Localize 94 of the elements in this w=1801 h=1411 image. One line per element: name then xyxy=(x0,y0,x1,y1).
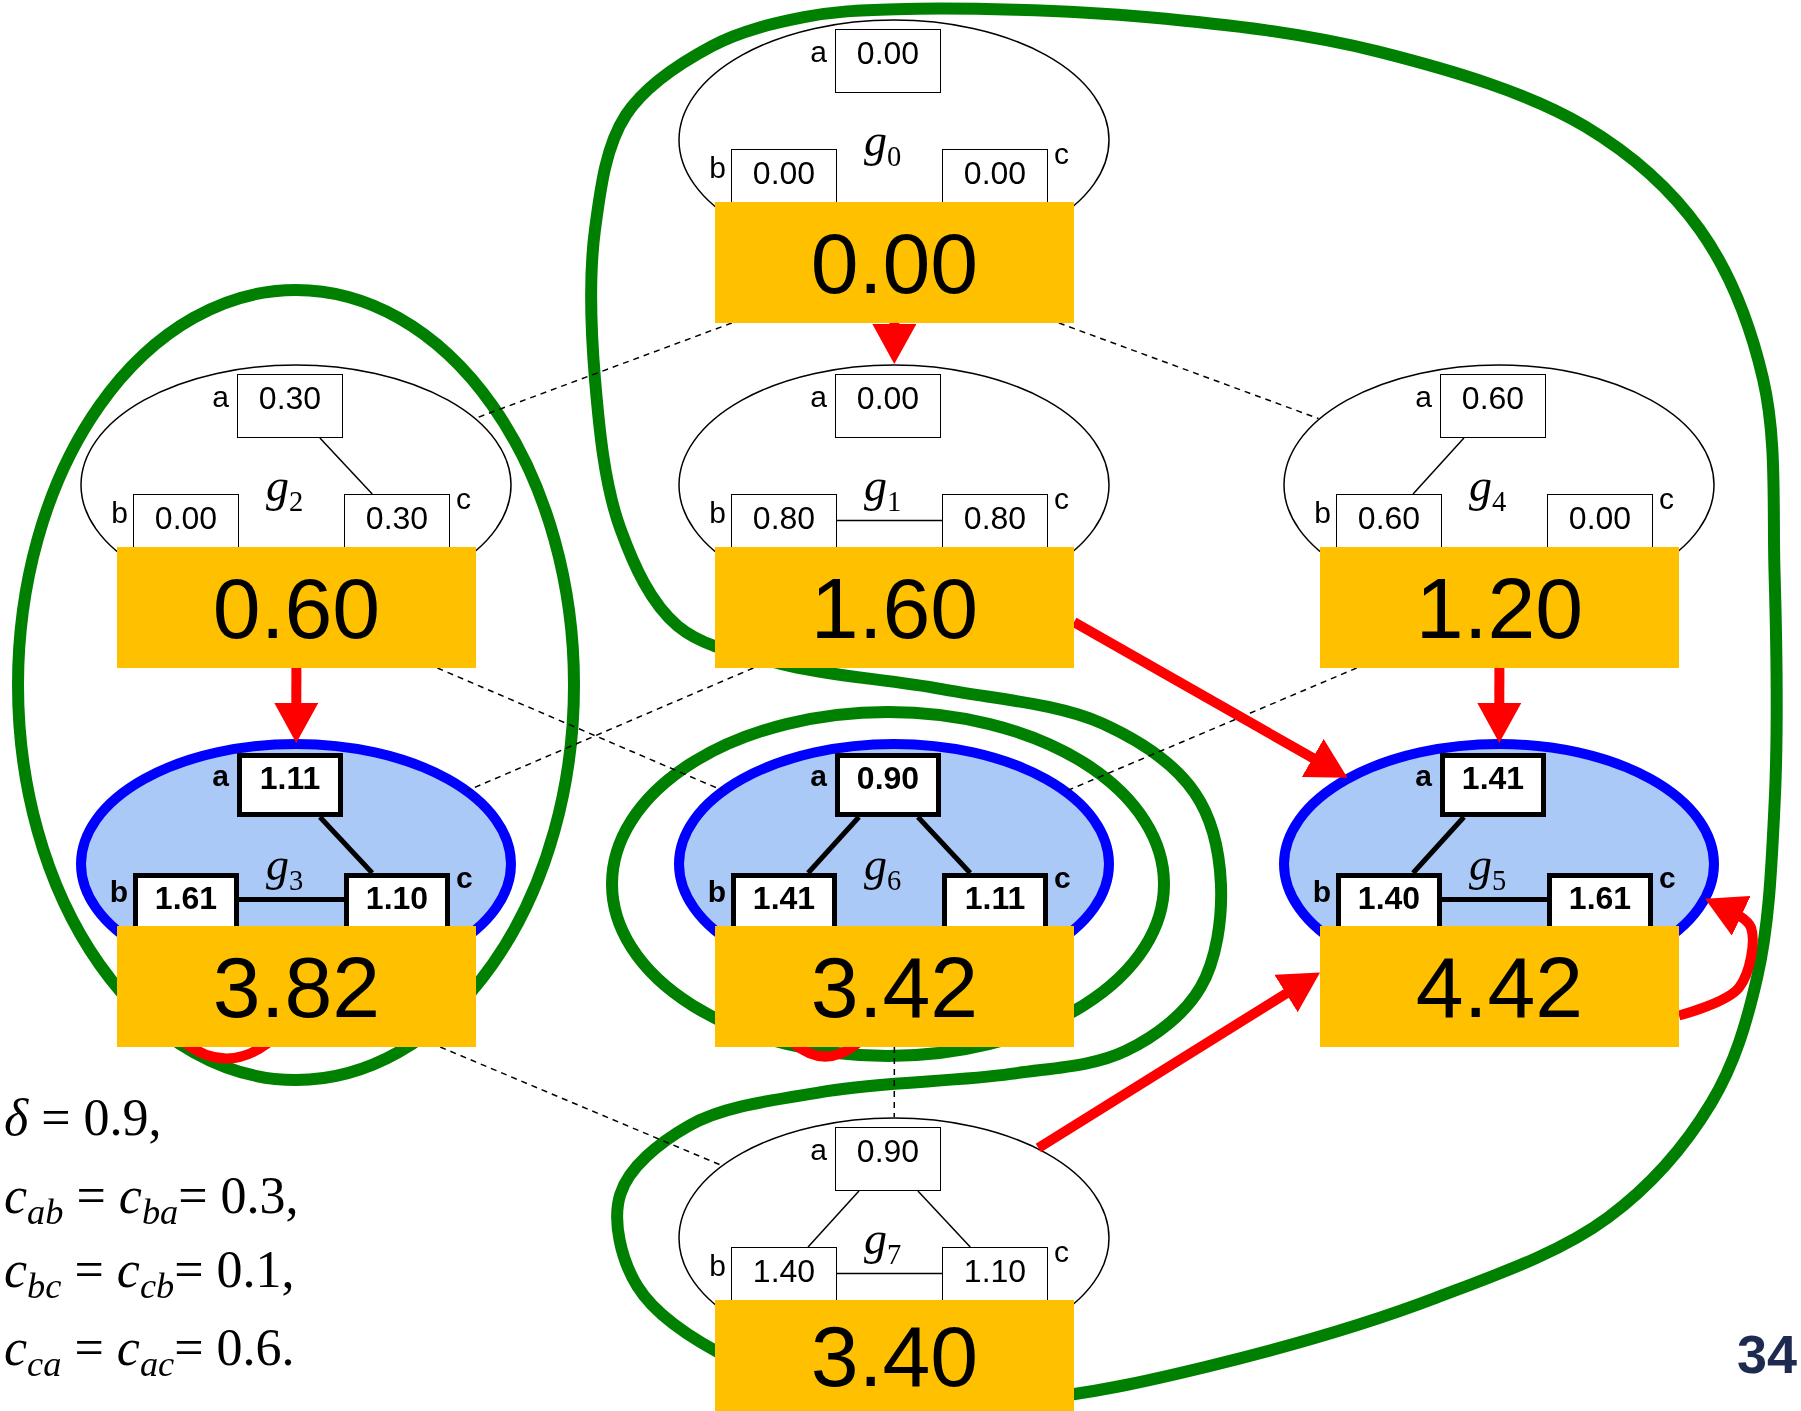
value-box: 1.61 xyxy=(1547,873,1653,926)
value-box: 1.10 xyxy=(344,873,450,926)
vertex-letter: b xyxy=(1312,877,1331,907)
connector-line xyxy=(436,667,724,792)
connector-line xyxy=(807,1190,860,1248)
arrow xyxy=(1677,896,1758,1021)
vertex-letter: c xyxy=(1054,484,1069,514)
total-cost-box: 1.60 xyxy=(715,547,1074,668)
vertex-letter: a xyxy=(810,382,827,412)
parameter-formula: c$_{ab}$ = c$_{ba}$= 0.3, xyxy=(4,1166,299,1235)
value-box: 1.11 xyxy=(942,873,1048,926)
vertex-letter: b xyxy=(707,877,726,907)
connector-line xyxy=(318,815,375,875)
graph-label: g$_{2}$ xyxy=(266,463,304,517)
graph-label: g$_{6}$ xyxy=(864,842,902,896)
vertex-letter: c xyxy=(1054,139,1069,169)
vertex-letter: c xyxy=(1659,863,1676,893)
value-box: 0.00 xyxy=(942,149,1048,202)
vertex-letter: a xyxy=(810,37,827,67)
vertex-letter: a xyxy=(810,1135,827,1165)
graph-label: g$_{5}$ xyxy=(1469,842,1507,896)
vertex-letter: c xyxy=(1054,1237,1069,1267)
total-cost-box: 4.42 xyxy=(1320,926,1679,1047)
parameter-formula: c$_{ca}$ = c$_{ac}$= 0.6. xyxy=(4,1318,295,1387)
value-box: 0.60 xyxy=(1440,374,1546,438)
value-box: 0.00 xyxy=(835,29,941,93)
value-box: 1.61 xyxy=(133,873,239,926)
vertex-letter: a xyxy=(212,382,229,412)
vertex-letter: a xyxy=(810,761,827,791)
connector-line xyxy=(439,1046,723,1167)
parameter-formula: c$_{bc}$ = c$_{cb}$= 0.1, xyxy=(4,1240,295,1309)
parameter-formula: δ = 0.9, xyxy=(4,1088,162,1148)
value-box: 0.00 xyxy=(731,149,837,202)
value-box: 0.30 xyxy=(344,494,450,547)
value-box: 0.00 xyxy=(133,494,239,547)
connector-line xyxy=(1411,815,1466,875)
vertex-letter: b xyxy=(1314,498,1331,528)
value-box: 1.41 xyxy=(731,873,837,926)
graph-label: g$_{0}$ xyxy=(864,118,902,172)
connector-line xyxy=(917,1190,971,1248)
connector-line xyxy=(466,667,755,792)
value-box: 1.40 xyxy=(1336,873,1442,926)
connector-line xyxy=(1065,667,1358,792)
vertex-letter: b xyxy=(111,498,128,528)
connector-line xyxy=(836,519,943,522)
total-cost-box: 3.42 xyxy=(715,926,1074,1047)
value-box: 0.80 xyxy=(942,494,1048,547)
vertex-letter: a xyxy=(1415,382,1432,412)
value-box: 0.60 xyxy=(1336,494,1442,547)
connector-line xyxy=(836,1272,943,1275)
total-cost-box: 0.60 xyxy=(117,547,476,668)
vertex-letter: b xyxy=(709,498,726,528)
connector-line xyxy=(1058,322,1320,420)
arrow xyxy=(872,323,917,364)
value-box: 0.90 xyxy=(835,1127,941,1191)
total-cost-box: 0.00 xyxy=(715,202,1074,323)
connector-line xyxy=(916,815,973,875)
vertex-letter: b xyxy=(709,153,726,183)
connector-line xyxy=(1412,437,1465,495)
value-box: 0.80 xyxy=(731,494,837,547)
connector-line xyxy=(893,1046,896,1118)
vertex-letter: c xyxy=(1659,484,1674,514)
connector-line xyxy=(806,815,861,875)
graph-label: g$_{1}$ xyxy=(864,463,902,517)
vertex-letter: b xyxy=(709,1251,726,1281)
connector-line xyxy=(319,437,373,495)
vertex-letter: b xyxy=(109,877,128,907)
value-box: 0.90 xyxy=(835,753,941,817)
arrow xyxy=(1071,617,1348,778)
vertex-letter: c xyxy=(456,484,471,514)
value-box: 1.11 xyxy=(237,753,343,817)
arrow xyxy=(274,668,319,743)
total-cost-box: 1.20 xyxy=(1320,547,1679,668)
vertex-letter: c xyxy=(1054,863,1071,893)
connector-line xyxy=(1442,897,1547,902)
vertex-letter: a xyxy=(212,761,229,791)
graph-label: g$_{7}$ xyxy=(864,1216,902,1270)
value-box: 0.00 xyxy=(1547,494,1653,547)
arrow xyxy=(1035,972,1320,1153)
connector-line xyxy=(239,897,344,902)
value-box: 1.41 xyxy=(1440,753,1546,817)
total-cost-box: 3.40 xyxy=(715,1300,1074,1411)
total-cost-box: 3.82 xyxy=(117,926,476,1047)
value-box: 0.30 xyxy=(237,374,343,438)
connector-line xyxy=(475,322,733,419)
page-number: 34 xyxy=(1736,1327,1797,1381)
vertex-letter: c xyxy=(456,863,473,893)
vertex-letter: a xyxy=(1415,761,1432,791)
value-box: 0.00 xyxy=(835,374,941,438)
value-box: 1.10 xyxy=(942,1247,1048,1300)
arrow xyxy=(1477,668,1522,743)
value-box: 1.40 xyxy=(731,1247,837,1300)
graph-label: g$_{3}$ xyxy=(266,842,304,896)
graph-label: g$_{4}$ xyxy=(1469,463,1507,517)
